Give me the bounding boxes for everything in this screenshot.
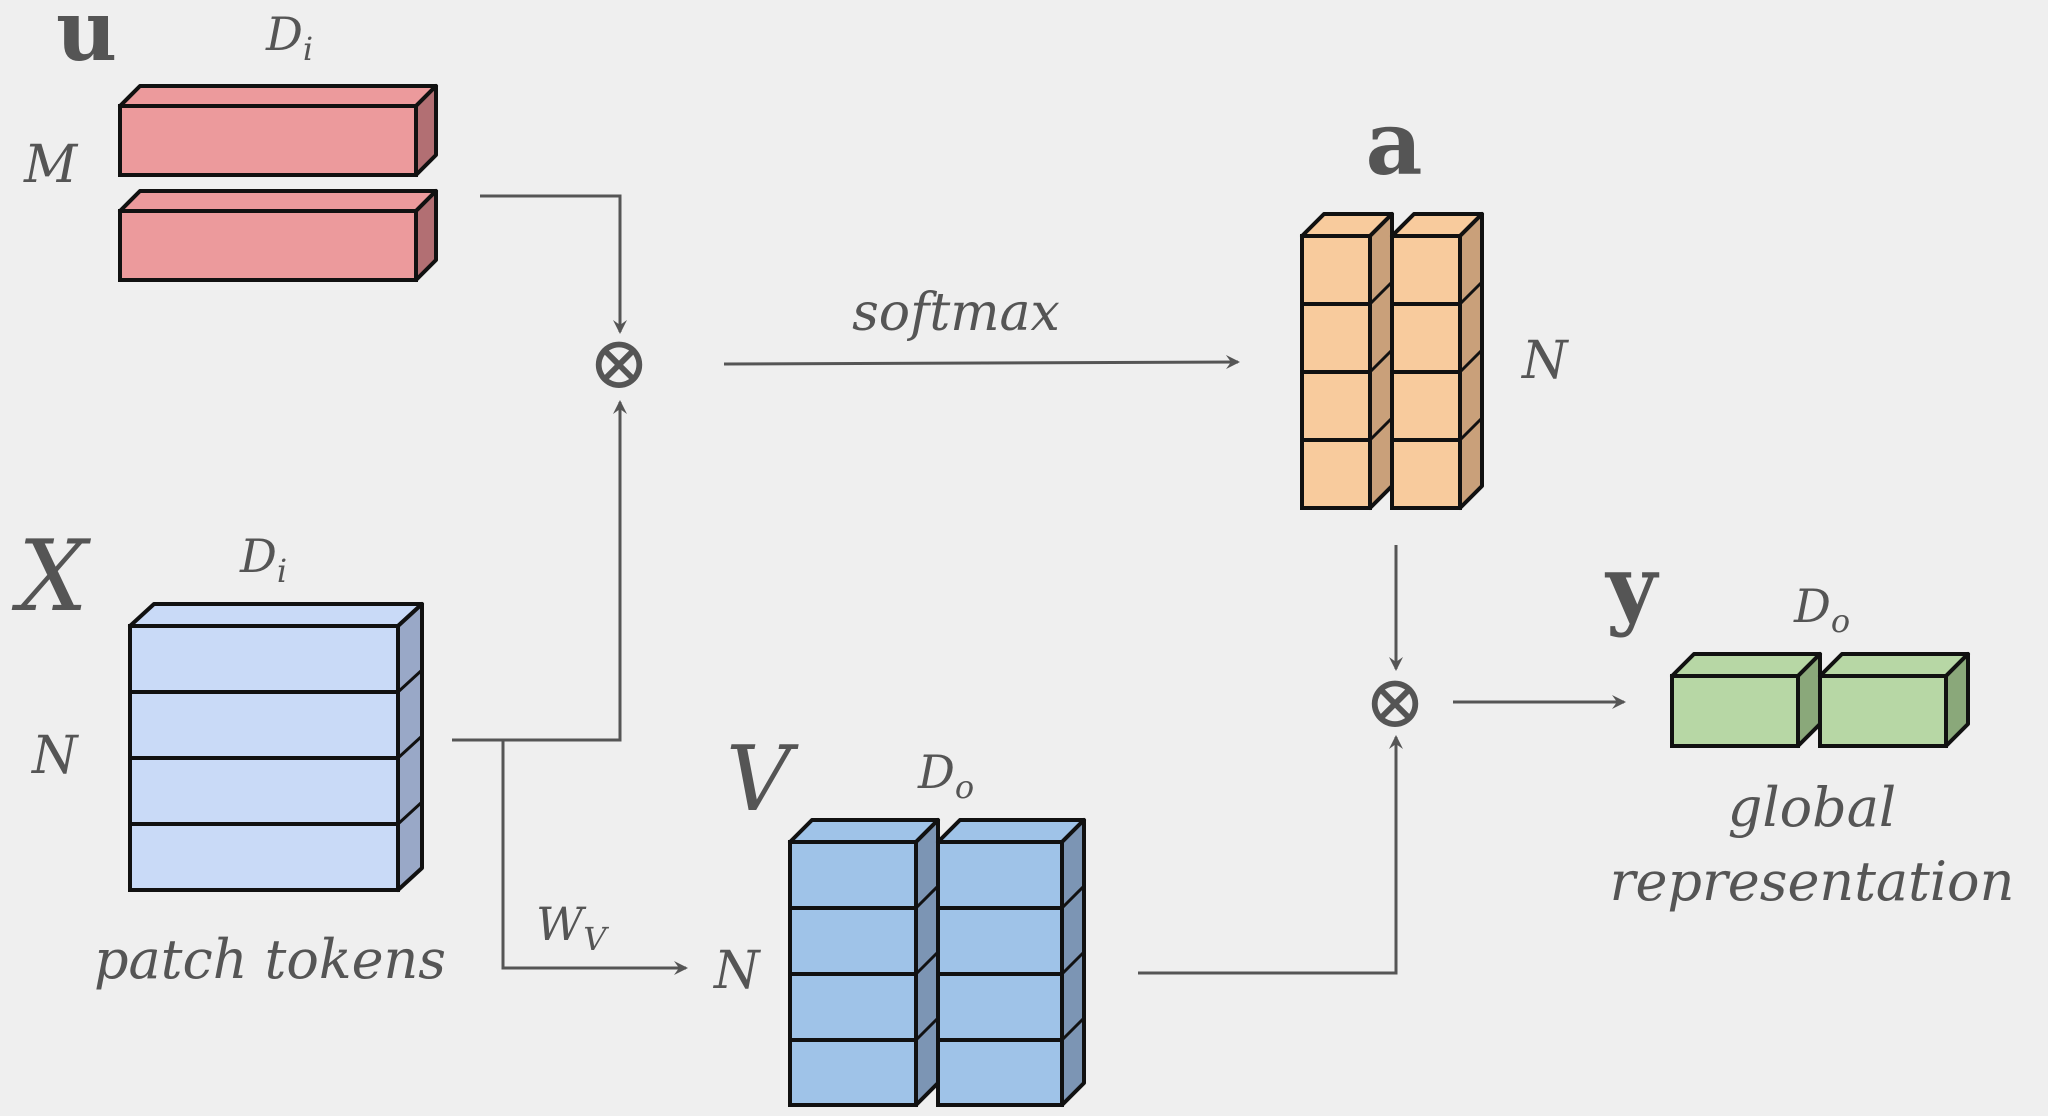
a-column-1: [1300, 212, 1394, 510]
x-token-row: [128, 690, 400, 760]
y-label: y: [1604, 535, 1660, 639]
v-cell: [936, 840, 1064, 910]
u-width-sub: i: [303, 30, 313, 68]
v-cell: [936, 972, 1064, 1042]
multiply-operator-1: ⊗: [588, 320, 650, 406]
u-rows-label: M: [23, 135, 79, 195]
v-cell: [936, 906, 1064, 976]
x-width-main: D: [239, 529, 277, 583]
x-rows-label: N: [30, 726, 79, 786]
v-cell: [788, 906, 918, 976]
a-cell: [1390, 370, 1462, 442]
v-cell: [788, 840, 918, 910]
v-cell: [936, 1038, 1064, 1107]
wv-main: W: [536, 897, 587, 951]
wv-label: WV: [536, 897, 609, 958]
v-column-1: [788, 818, 940, 1107]
u-query-vectors: [118, 84, 438, 282]
multiply-operator-2: ⊗: [1364, 659, 1426, 745]
x-width-sub: i: [277, 552, 287, 590]
x-patch-tokens: [128, 602, 424, 892]
u-bar-1: [118, 84, 438, 177]
v-width-sub: o: [955, 768, 974, 806]
u-bar-2: [118, 189, 438, 282]
a-cell: [1390, 302, 1462, 374]
softmax-label: softmax: [852, 283, 1060, 343]
u-label: u: [56, 0, 117, 80]
v-width-label: Do: [917, 745, 974, 806]
a-cell: [1300, 234, 1372, 306]
v-cell: [788, 972, 918, 1042]
a-rows-label: N: [1520, 331, 1569, 391]
y-cell-1: [1670, 652, 1822, 748]
y-width-sub: o: [1831, 602, 1850, 640]
v-column-2: [936, 818, 1086, 1107]
wv-sub: V: [583, 920, 609, 958]
arrow-x-to-v: [501, 740, 688, 975]
y-global-representation: [1670, 652, 1970, 748]
x-token-row: [128, 822, 400, 892]
a-column-2: [1390, 212, 1484, 510]
arrow-u-to-mul1: [480, 194, 627, 334]
v-label: V: [726, 727, 799, 832]
y-caption-line1: global: [1728, 776, 1896, 839]
y-cell-2: [1818, 652, 1970, 748]
arrow-softmax: [723, 355, 1240, 370]
x-label: X: [11, 520, 92, 634]
v-rows-label: N: [712, 941, 761, 1001]
v-value-matrix: [788, 818, 1086, 1107]
arrow-v-to-mul2: [1138, 735, 1403, 975]
y-caption-line2: representation: [1610, 850, 2015, 913]
u-width-main: D: [265, 7, 303, 61]
v-width-main: D: [917, 745, 955, 799]
y-width-label: Do: [1793, 579, 1850, 640]
connections: [452, 194, 1626, 975]
a-cell: [1300, 370, 1372, 442]
a-cell: [1300, 302, 1372, 374]
arrow-x-to-mul1: [452, 400, 627, 742]
y-width-main: D: [1793, 579, 1831, 633]
a-label: a: [1365, 91, 1422, 195]
a-cell: [1390, 438, 1462, 510]
a-attention-weights: [1300, 212, 1484, 510]
x-caption: patch tokens: [94, 928, 446, 991]
x-token-row: [128, 624, 400, 694]
v-cell: [788, 1038, 918, 1107]
a-cell: [1390, 234, 1462, 306]
a-cell: [1300, 438, 1372, 510]
x-token-row: [128, 756, 400, 826]
u-width-label: Di: [265, 7, 313, 68]
x-width-label: Di: [239, 529, 287, 590]
